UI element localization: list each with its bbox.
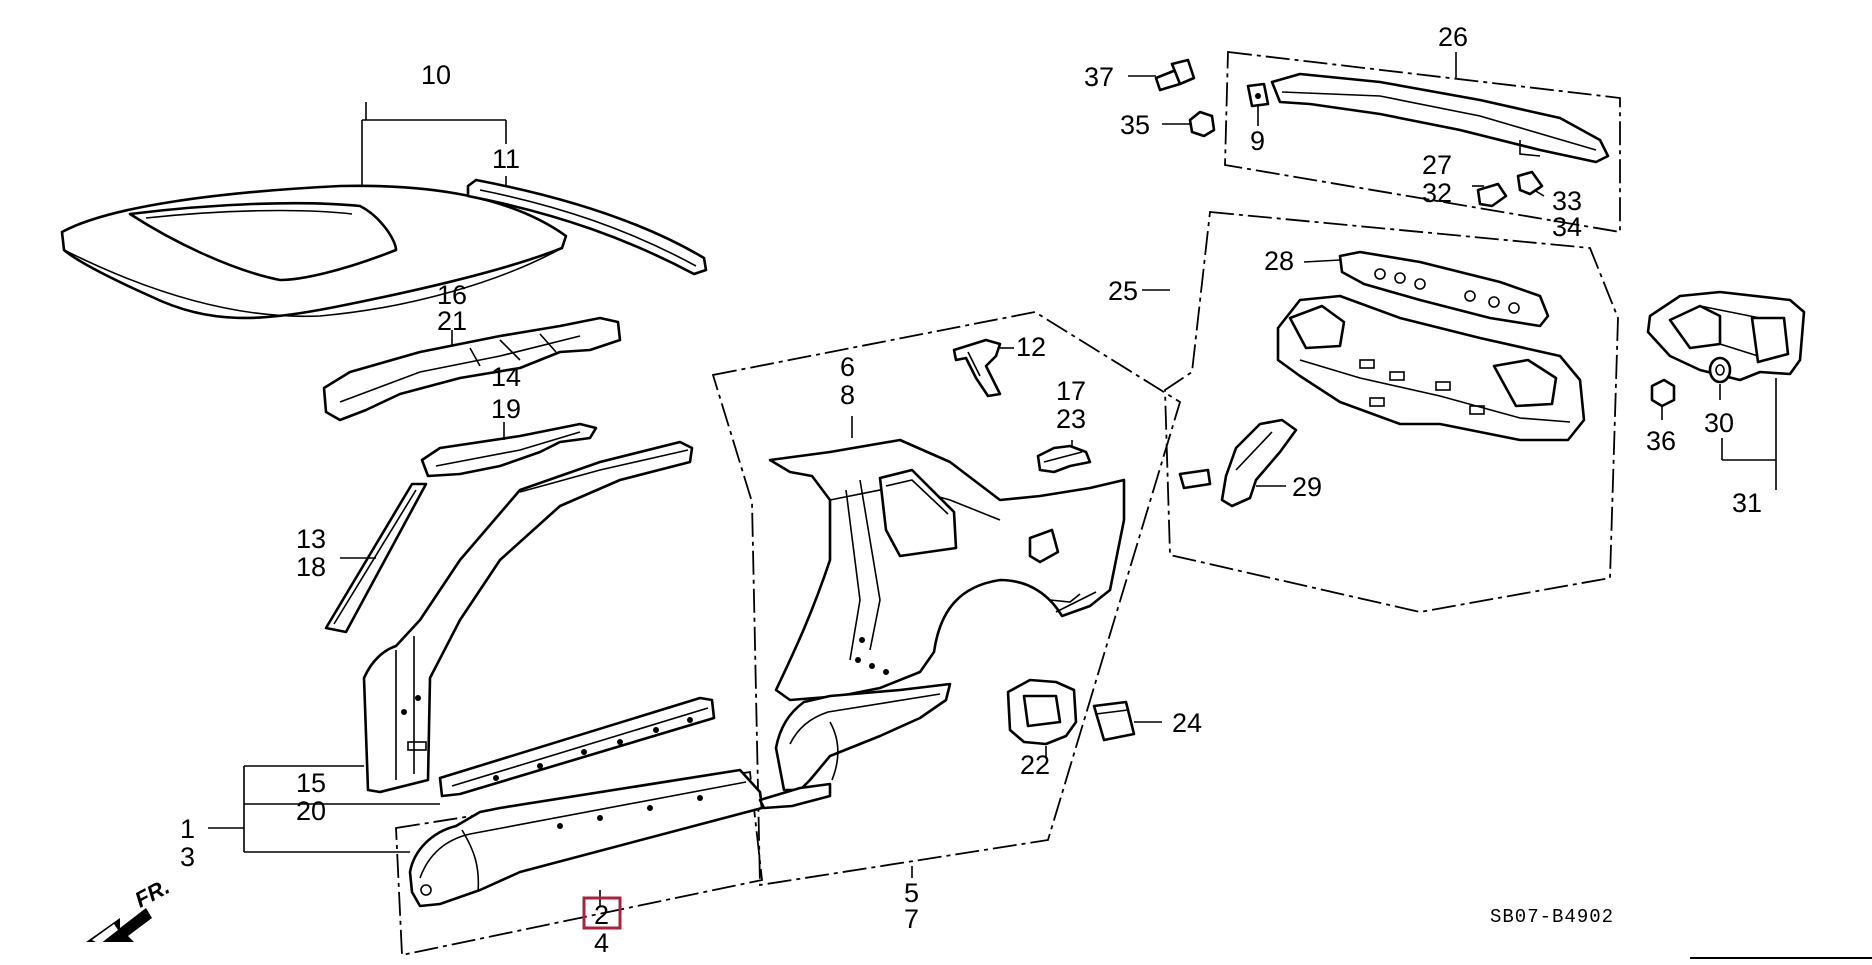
group-outline-quarter-panel: [711, 311, 1182, 887]
callout-15: 15: [296, 768, 326, 798]
bracket-29-part: [1178, 418, 1298, 508]
callout-21: 21: [437, 306, 467, 336]
callout-19: 19: [491, 394, 521, 424]
roof-front-rail-part: [322, 316, 622, 422]
callout-23: 23: [1056, 404, 1086, 434]
callout-32: 32: [1422, 178, 1452, 208]
callout-30: 30: [1704, 408, 1734, 438]
group-outline-rear-panel: [1164, 211, 1619, 613]
callout-6: 6: [840, 352, 855, 382]
inner-sill-strip-part: [438, 696, 716, 798]
callout-3: 3: [180, 842, 195, 872]
front-direction-label: FR.: [131, 874, 174, 913]
clip-17-part: [1036, 444, 1092, 474]
clip-33-part: [1516, 170, 1544, 196]
callout-5: 5: [904, 878, 919, 908]
callout-8: 8: [840, 380, 855, 410]
callout-27: 27: [1422, 150, 1452, 180]
callout-14: 14: [491, 362, 521, 392]
callout-18: 18: [296, 552, 326, 582]
bracket-12-part: [952, 338, 1002, 398]
callout-16: 16: [437, 280, 467, 310]
callout-13: 13: [296, 524, 326, 554]
rear-wheel-arch-part: [758, 682, 952, 810]
callout-9: 9: [1250, 126, 1265, 156]
callout-29: 29: [1292, 472, 1322, 502]
highlight-box-callout-2: [582, 896, 622, 930]
side-sill-part: [408, 768, 764, 908]
clip-32-part: [1476, 182, 1508, 208]
group-outline-upper-rail: [1224, 50, 1621, 234]
upper-back-rail-part: [1270, 72, 1610, 164]
callout-34: 34: [1552, 212, 1582, 242]
quarter-panel-part: [768, 438, 1126, 702]
callout-2[interactable]: 2: [594, 900, 609, 930]
leader-lines: [208, 52, 1777, 906]
nut-36-part: [1650, 378, 1676, 408]
callout-33: 33: [1552, 186, 1582, 216]
callout-31: 31: [1732, 488, 1762, 518]
clip-9-part: [1246, 82, 1270, 108]
fuel-lid-bracket-part: [1006, 678, 1078, 746]
rear-panel-upper-part: [1338, 250, 1550, 328]
callout-28: 28: [1264, 246, 1294, 276]
callout-24: 24: [1172, 708, 1202, 738]
washer-30-part: [1708, 356, 1732, 384]
nut-35-part: [1188, 110, 1216, 138]
callout-17: 17: [1056, 376, 1086, 406]
callout-25: 25: [1108, 276, 1138, 306]
callout-22: 22: [1020, 750, 1050, 780]
callout-12: 12: [1016, 332, 1046, 362]
roof-panel-part: [60, 184, 568, 320]
callout-11: 11: [492, 144, 520, 174]
callout-4: 4: [594, 928, 609, 958]
front-direction-arrow-icon: [86, 908, 152, 944]
inner-side-panel-part: [362, 440, 694, 794]
callout-10: 10: [421, 60, 451, 90]
pillar-reinforcement-part: [420, 422, 598, 478]
callout-1: 1: [180, 814, 195, 844]
pad-24-part: [1092, 700, 1136, 742]
diagram-code: SB07-B4902: [1490, 906, 1614, 928]
bolt-37-part: [1154, 58, 1196, 92]
callout-36: 36: [1646, 426, 1676, 456]
callout-7: 7: [904, 904, 919, 934]
callout-20: 20: [296, 796, 326, 826]
callout-37: 37: [1084, 62, 1114, 92]
callout-26: 26: [1438, 22, 1468, 52]
roof-rail-part: [466, 178, 708, 276]
rear-panel-main-part: [1276, 294, 1586, 442]
bracket-31-part: [1646, 290, 1806, 382]
callout-35: 35: [1120, 110, 1150, 140]
